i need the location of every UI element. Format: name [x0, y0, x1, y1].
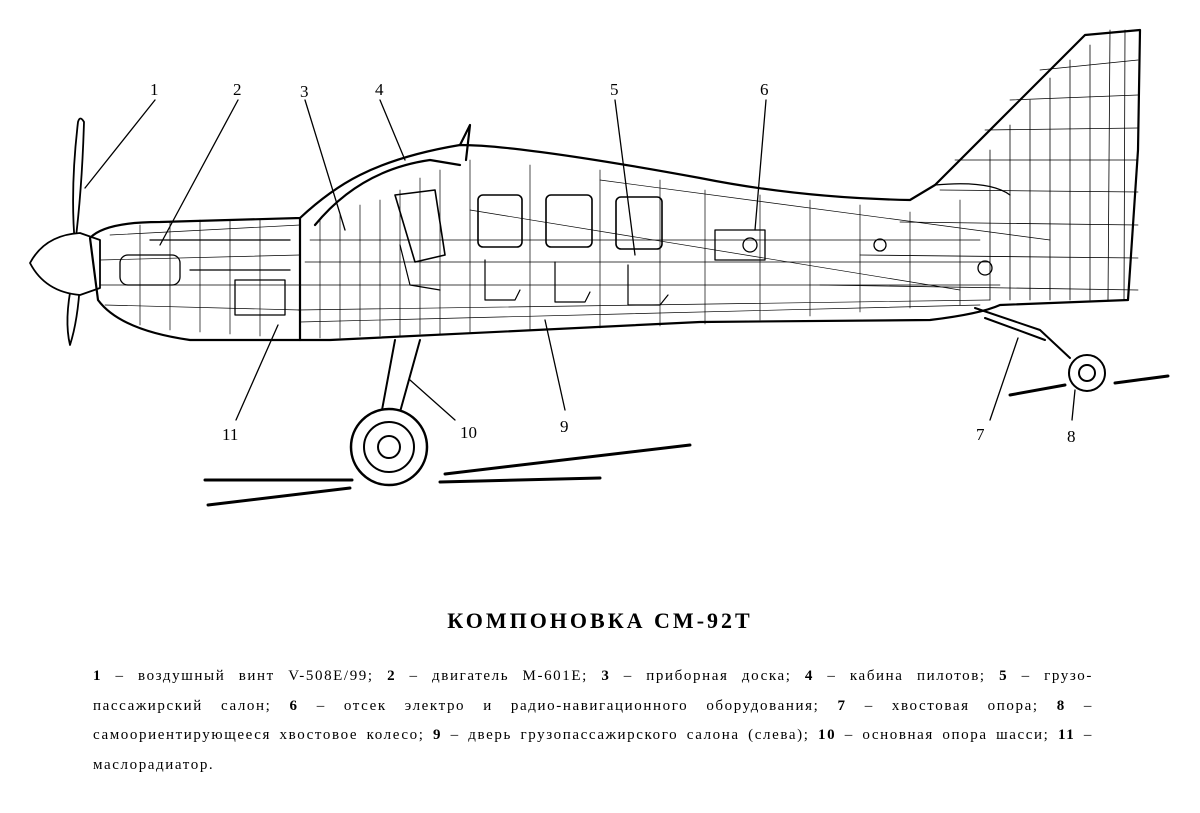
legend-item: 11 – маслорадиатор.	[93, 727, 1093, 773]
main-landing-gear	[349, 339, 429, 487]
callout-labels: 1 2 3 4 5 6 7 8 9 10 11	[150, 80, 1076, 446]
legend-item: 5 – грузо-пассажирский салон;	[93, 668, 1093, 714]
legend-item: 3 – приборная доска;	[601, 668, 792, 684]
callout-7: 7	[976, 425, 985, 444]
callout-11: 11	[222, 425, 238, 444]
tail-gear	[974, 307, 1106, 392]
fuselage-outline	[88, 28, 1142, 342]
legend-item: 4 – кабина пилотов;	[804, 668, 986, 684]
callout-5: 5	[610, 80, 619, 99]
callout-9: 9	[560, 417, 569, 436]
callout-3: 3	[300, 82, 309, 101]
propeller	[29, 117, 101, 346]
avionics-bay	[714, 183, 1011, 276]
callout-4: 4	[375, 80, 384, 99]
diagram-title: КОМПОНОВКА СМ-92Т	[447, 608, 753, 633]
callout-1: 1	[150, 80, 159, 99]
engine	[119, 239, 291, 316]
legend-item: 10 – основная опора шасси;	[818, 727, 1050, 743]
fuselage-structure	[99, 159, 1051, 339]
cabin-windows	[394, 189, 663, 263]
callout-8: 8	[1067, 427, 1076, 446]
callout-10: 10	[460, 423, 477, 442]
callout-2: 2	[233, 80, 242, 99]
legend-item: 2 – двигатель M-601E;	[387, 668, 588, 684]
leader-lines	[84, 99, 1076, 421]
seats	[399, 244, 669, 306]
legend-item: 9 – дверь грузопассажирского салона (сле…	[433, 727, 810, 743]
legend-item: 1 – воздушный винт V-508E/99;	[93, 668, 374, 684]
legend-item: 8 – самоориентирующееся хвостовое колесо…	[93, 697, 1094, 744]
callout-6: 6	[760, 80, 769, 99]
legend-item: 6 – отсек электро и радио-навигационного…	[289, 697, 820, 714]
aircraft-cutaway-diagram: 1 2 3 4 5 6 7 8 9 10 11	[29, 28, 1170, 507]
legend: 1 – воздушный винт V-508E/99; 2 – двигат…	[93, 662, 1093, 780]
ground-lines	[203, 374, 1170, 507]
fin-structure	[819, 29, 1139, 301]
legend-item: 7 – хвостовая опора;	[837, 697, 1039, 714]
